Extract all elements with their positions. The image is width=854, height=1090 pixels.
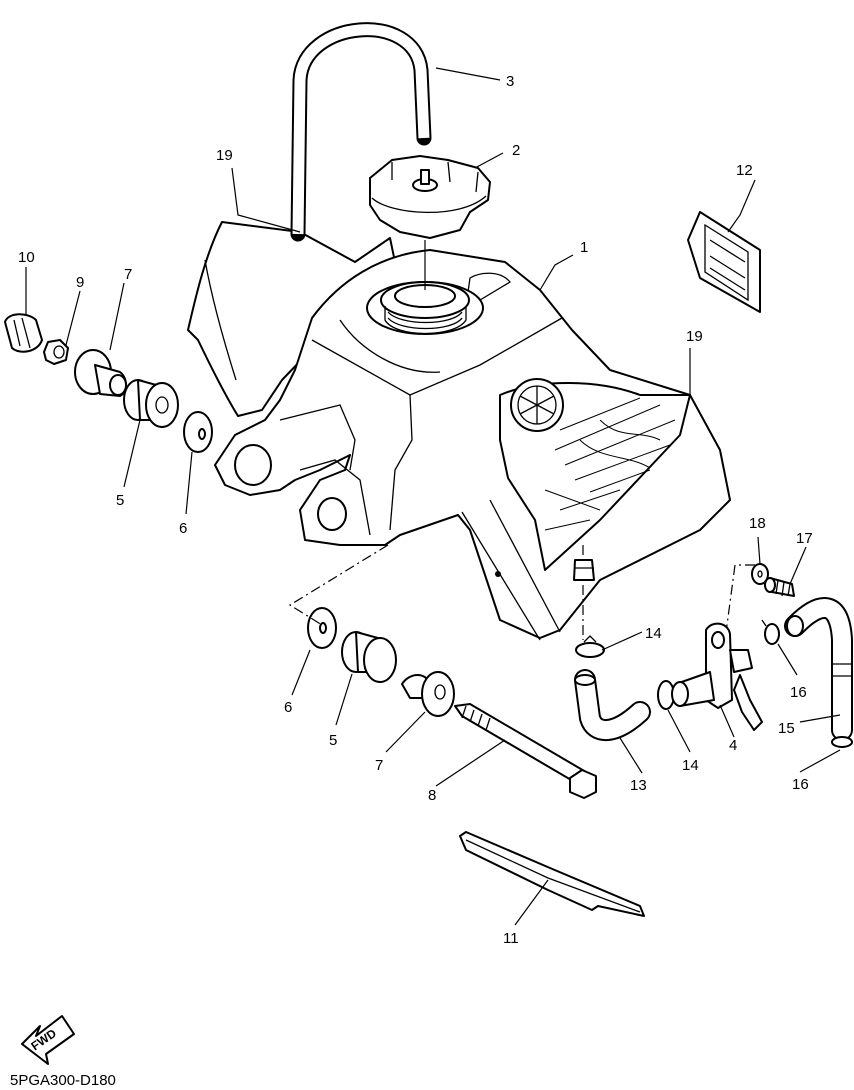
mounting-bolt xyxy=(454,703,597,799)
callout-labels: 1 2 3 4 5 5 6 6 7 7 8 9 10 11 12 13 14 1… xyxy=(18,73,813,947)
callout-3: 3 xyxy=(506,73,514,90)
callout-7-lower: 7 xyxy=(375,757,383,774)
callout-9: 9 xyxy=(76,274,84,291)
fuel-cap xyxy=(369,155,491,239)
callout-6-upper: 6 xyxy=(179,520,187,537)
tank-outlet-fitting xyxy=(573,559,595,581)
collar-lower xyxy=(401,671,455,717)
callout-12: 12 xyxy=(736,162,753,179)
callout-15: 15 xyxy=(778,720,795,737)
diagram-code: 5PGA300-D180 xyxy=(10,1072,116,1089)
damper-upper xyxy=(123,379,179,428)
callout-18: 18 xyxy=(749,515,766,532)
brand-emblem-icon xyxy=(510,378,564,432)
washer-upper xyxy=(183,411,213,453)
leader-lines xyxy=(25,67,841,926)
tank-decal-right xyxy=(499,378,691,571)
callout-11: 11 xyxy=(503,930,519,947)
damper-lower xyxy=(341,631,397,683)
callout-17: 17 xyxy=(796,530,813,547)
fuel-tank xyxy=(214,249,731,641)
callout-8: 8 xyxy=(428,787,436,804)
callout-7-upper: 7 xyxy=(124,266,132,283)
forward-arrow-icon: FWD xyxy=(21,1015,75,1065)
breather-hose xyxy=(784,597,853,741)
callout-5-lower: 5 xyxy=(329,732,337,749)
callout-4: 4 xyxy=(729,737,737,754)
callout-10: 10 xyxy=(18,249,35,266)
hose-clamp-small-upper xyxy=(761,619,780,645)
callout-1: 1 xyxy=(580,239,588,256)
nut xyxy=(43,339,69,365)
callout-16-lower: 16 xyxy=(792,776,809,793)
callout-2: 2 xyxy=(512,142,520,159)
vent-hose xyxy=(290,22,432,242)
hose-clamp-upper xyxy=(575,635,605,658)
callout-13: 13 xyxy=(630,777,647,794)
callout-14-upper: 14 xyxy=(645,625,662,642)
callout-19-right: 19 xyxy=(686,328,703,345)
fuel-hose xyxy=(574,669,651,742)
screw xyxy=(764,577,795,597)
callout-16-upper: 16 xyxy=(790,684,807,701)
emblem-plate xyxy=(687,211,761,313)
callout-5-upper: 5 xyxy=(116,492,124,509)
callout-19-left: 19 xyxy=(216,147,233,164)
cushion-cap xyxy=(4,313,43,353)
tank-damper-strip xyxy=(459,831,645,917)
fuel-cock xyxy=(671,622,763,731)
collar-upper xyxy=(74,349,127,397)
washer-lower xyxy=(307,607,337,649)
callout-6-lower: 6 xyxy=(284,699,292,716)
hose-clamp-small-lower xyxy=(831,736,853,748)
callout-14-lower: 14 xyxy=(682,757,699,774)
